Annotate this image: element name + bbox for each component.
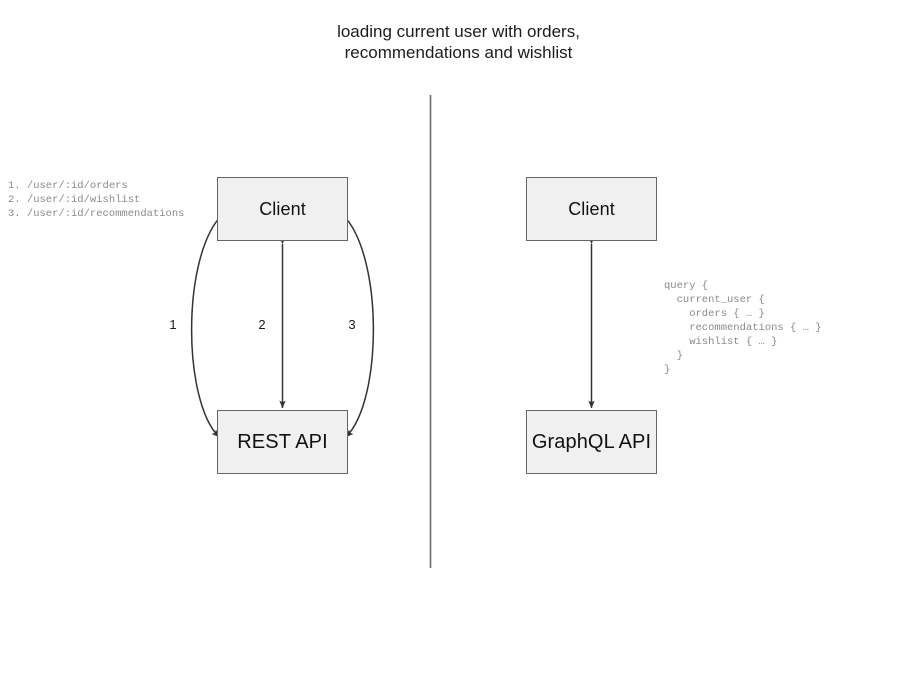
node-graphql-api-label: GraphQL API bbox=[531, 430, 652, 453]
edge-label-3: 3 bbox=[348, 317, 356, 332]
node-rest-api[interactable]: REST API bbox=[217, 410, 348, 474]
rest-endpoint-list: 1. /user/:id/orders 2. /user/:id/wishlis… bbox=[8, 180, 185, 220]
edge-label-1: 1 bbox=[169, 317, 177, 332]
node-client-rest-label: Client bbox=[259, 198, 306, 219]
edge-label-2: 2 bbox=[258, 317, 266, 332]
rest-edge-1 bbox=[190, 207, 230, 438]
node-client-graphql[interactable]: Client bbox=[526, 177, 657, 241]
graphql-query-block: query { current_user { orders { … } reco… bbox=[664, 280, 822, 376]
diagram-title: loading current user with orders, recomm… bbox=[337, 22, 580, 62]
node-graphql-api[interactable]: GraphQL API bbox=[526, 410, 657, 474]
node-client-graphql-label: Client bbox=[568, 198, 615, 219]
node-rest-api-label: REST API bbox=[237, 430, 328, 453]
node-client-rest[interactable]: Client bbox=[217, 177, 348, 241]
rest-edge-3 bbox=[335, 207, 375, 438]
